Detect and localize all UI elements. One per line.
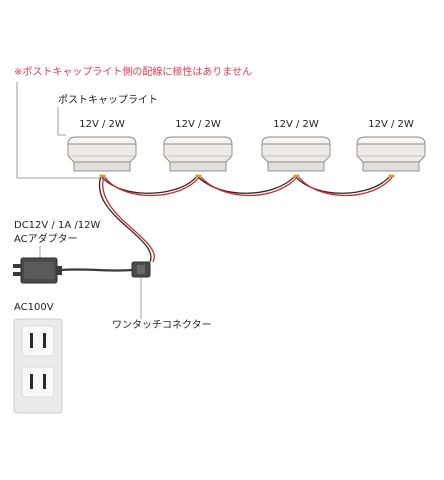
- light-body: [356, 143, 426, 163]
- post-cap-light-label: ポストキャップライト: [58, 94, 158, 106]
- dc-cable: [61, 268, 133, 272]
- outlet-slot: [43, 374, 46, 389]
- post-cap-light: 12V / 2W: [356, 119, 426, 172]
- post-cap-light: 12V / 2W: [163, 119, 233, 172]
- adapter-type-label: ACアダプター: [14, 232, 78, 245]
- light-spec-label: 12V / 2W: [79, 119, 125, 130]
- adapter-spec-label: DC12V / 1A /12W: [14, 220, 100, 231]
- wire-harness: [98, 174, 395, 263]
- outlet-slot: [30, 333, 33, 348]
- wire-black-2-3: [196, 175, 296, 194]
- outlet-slot: [30, 374, 33, 389]
- adapter-prong: [13, 264, 21, 268]
- light-skirt: [362, 161, 420, 172]
- lights-group: 12V / 2W 12V / 2W 12V / 2W 12V / 2W: [67, 119, 426, 172]
- post-cap-light: 12V / 2W: [261, 119, 331, 172]
- adapter-cord-boot: [57, 266, 62, 275]
- ac-adapter: [13, 257, 62, 284]
- light-body: [261, 143, 331, 163]
- wire-red-2-3: [199, 175, 299, 197]
- polarity-notice: ※ポストキャップライト側の配線に極性はありません: [14, 65, 252, 78]
- outlet-slot: [43, 333, 46, 348]
- wire-black-3-4: [294, 175, 391, 194]
- post-cap-light: 12V / 2W: [67, 119, 137, 172]
- outlet-label: AC100V: [14, 302, 54, 313]
- wall-outlet: [13, 318, 63, 414]
- light-cap-top: [163, 136, 233, 145]
- terminal-joint: [388, 174, 392, 178]
- adapter-prong: [13, 272, 21, 276]
- light-skirt: [73, 161, 131, 172]
- adapter-face: [24, 262, 54, 279]
- light-cap-top: [356, 136, 426, 145]
- post-cap-light-leader: [57, 107, 66, 136]
- notice-leader-line: [16, 82, 100, 179]
- terminal-joint: [391, 174, 395, 178]
- wire-red-3-4: [297, 175, 394, 197]
- light-skirt: [267, 161, 325, 172]
- light-cap-top: [261, 136, 331, 145]
- light-spec-label: 12V / 2W: [368, 119, 414, 130]
- terminal-joint: [293, 174, 297, 178]
- wire-black-to-connector: [98, 175, 152, 263]
- terminal-joint: [102, 174, 106, 178]
- wire-red-1-2: [103, 175, 201, 197]
- one-touch-connector: [131, 261, 151, 278]
- terminal-joint: [195, 174, 199, 178]
- light-skirt: [169, 161, 227, 172]
- terminal-joint: [296, 174, 300, 178]
- terminal-joint: [99, 174, 103, 178]
- light-body: [67, 143, 137, 163]
- connector-label: ワンタッチコネクター: [112, 319, 212, 331]
- light-cap-top: [67, 136, 137, 145]
- light-spec-label: 12V / 2W: [273, 119, 319, 130]
- wire-black-1-2: [100, 175, 198, 194]
- outlet-socket-lower: [21, 366, 55, 398]
- outlet-socket-upper: [21, 325, 55, 357]
- light-body: [163, 143, 233, 163]
- light-spec-label: 12V / 2W: [175, 119, 221, 130]
- terminal-joint: [198, 174, 202, 178]
- connector-face: [137, 265, 145, 274]
- wire-red-to-connector: [102, 175, 155, 263]
